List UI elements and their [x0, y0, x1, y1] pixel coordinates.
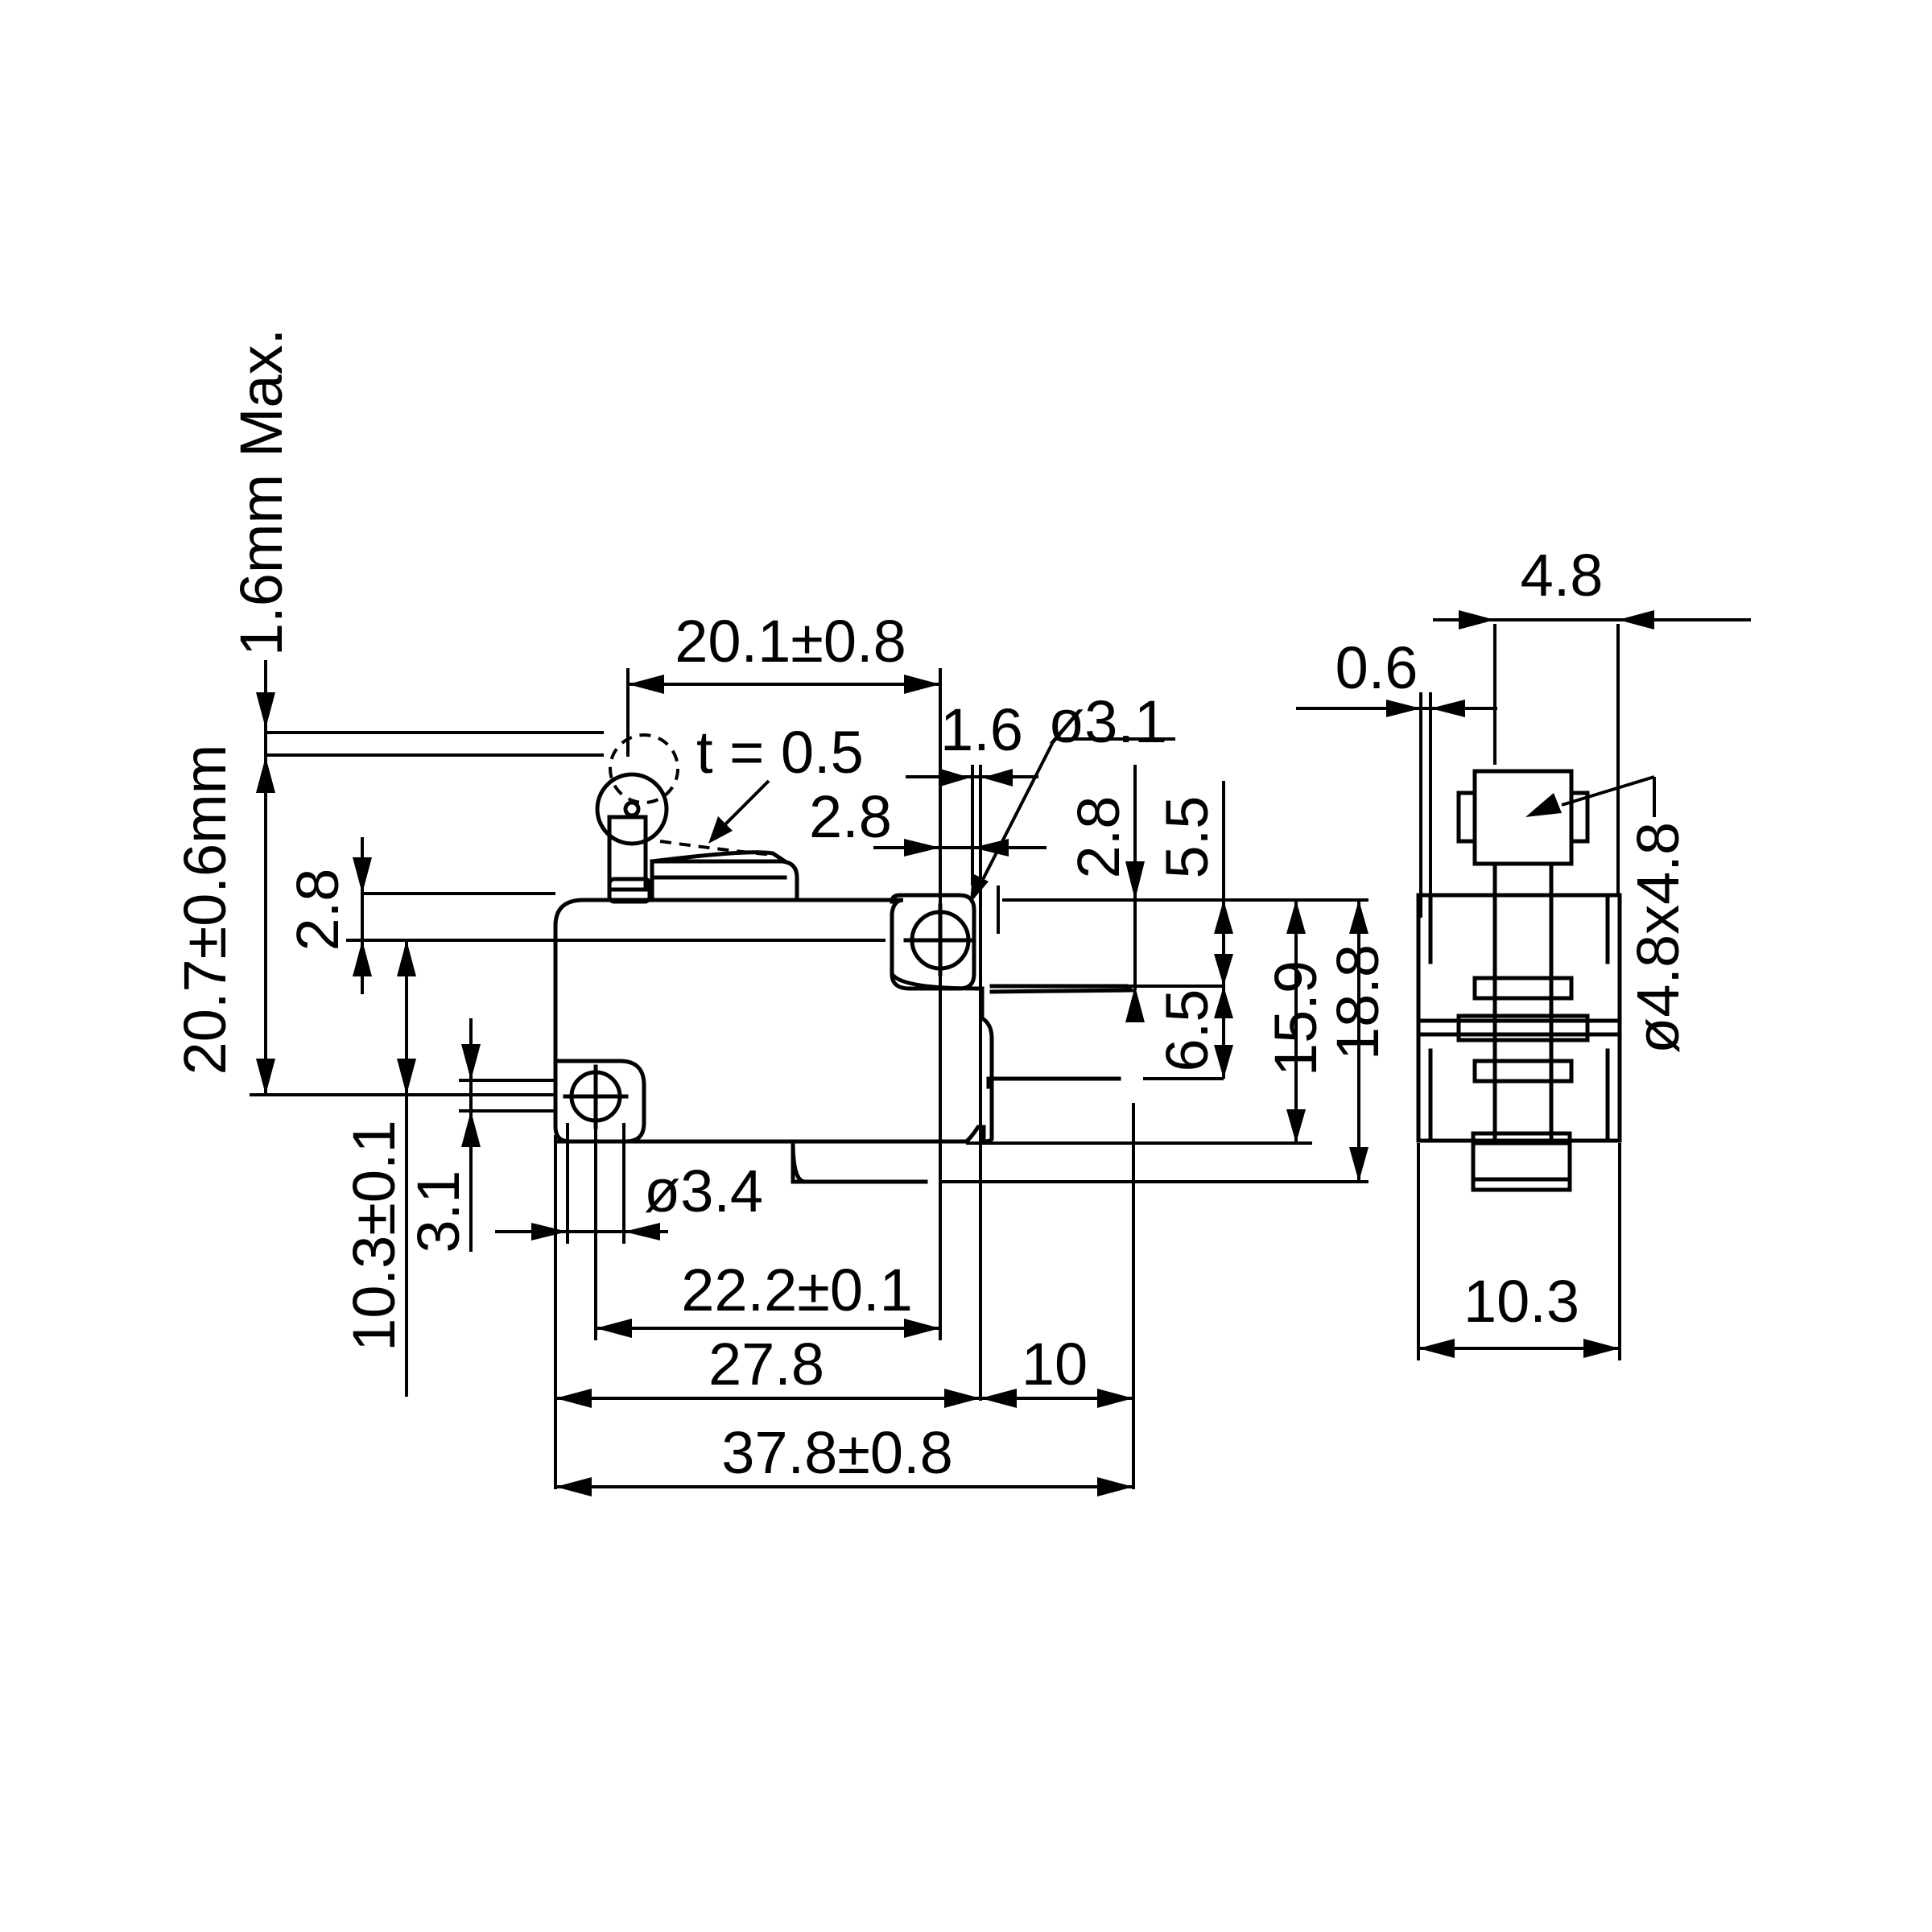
terminal-nc: [791, 1139, 928, 1184]
label-lever-thickness: t = 0.5: [696, 719, 864, 786]
front-view: [250, 660, 1368, 1496]
actuator-lever: [650, 859, 799, 902]
label-overall-length: 37.8±0.8: [721, 1419, 953, 1486]
switch-body: [553, 898, 994, 1144]
label-bottom-hole-offset: 3.1: [405, 1170, 472, 1253]
side-body: [1416, 893, 1622, 1143]
label-lever-gap: 0.6: [1335, 634, 1418, 701]
label-roller-position: 20.1±0.8: [675, 608, 906, 675]
label-hole-spacing-h: 22.2±0.1: [681, 1257, 913, 1323]
label-body-width: 10.3: [1463, 1268, 1579, 1335]
label-terminal-width: 1.6: [940, 696, 1023, 763]
label-hole-spacing-v: 10.3±0.1: [341, 1120, 407, 1352]
label-top-hole-offset-y: 2.8: [1065, 796, 1132, 879]
roller: [595, 772, 669, 846]
roller-dashed: [609, 733, 679, 804]
label-terminal-pitch-top: 5.5: [1154, 796, 1220, 879]
label-body-length: 27.8: [708, 1331, 824, 1397]
label-plunger-width: 4.8: [1521, 542, 1604, 609]
label-overall-height: 18.8: [1324, 944, 1391, 1060]
label-top-hole-offset-x: 2.8: [809, 783, 892, 850]
bottom-mount-boss: [555, 1059, 646, 1144]
label-terminal-span: 15.9: [1262, 960, 1329, 1076]
side-plunger: [1472, 769, 1574, 866]
label-body-top-offset: 2.8: [284, 869, 351, 952]
label-hole-dia-bottom: ø3.4: [644, 1158, 763, 1224]
label-terminal-pitch: 6.5: [1154, 989, 1220, 1072]
label-free-height: 20.7±0.6mm: [171, 745, 238, 1075]
roller-arm: [607, 815, 648, 892]
side-view: [1296, 610, 1751, 1360]
label-terminal-length: 10: [1022, 1331, 1088, 1397]
label-plunger-size: ø4.8x4.8: [1624, 822, 1691, 1054]
label-lever-tolerance: 1.6mm Max.: [228, 328, 295, 656]
label-hole-dia-top: ø3.1: [1048, 688, 1167, 755]
